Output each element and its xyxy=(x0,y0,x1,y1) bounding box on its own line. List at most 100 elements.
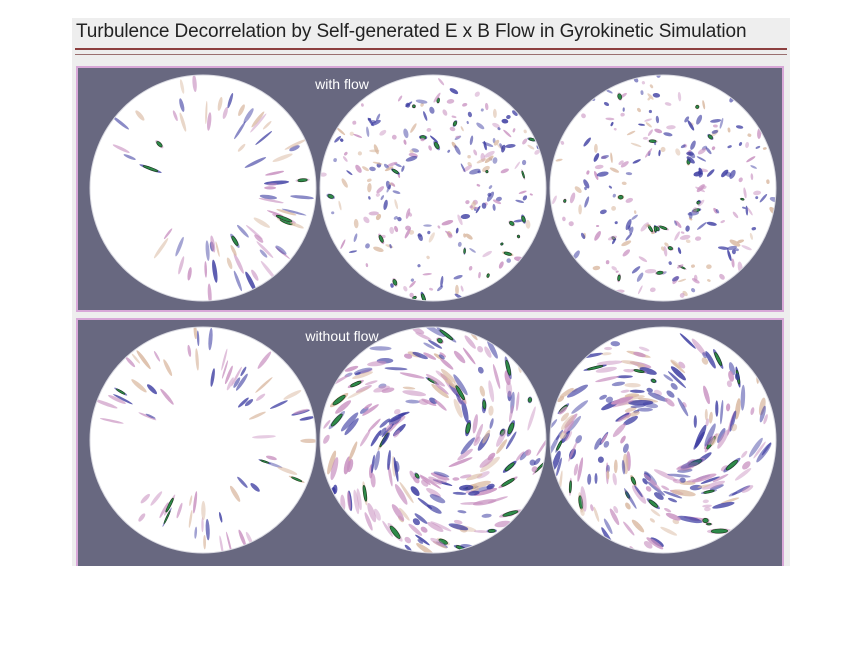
turbulence-eddy xyxy=(461,399,469,423)
turbulence-eddy xyxy=(353,489,360,515)
turbulence-eddy xyxy=(283,390,302,400)
turbulence-eddy xyxy=(604,346,613,351)
turbulence-eddy xyxy=(204,261,208,278)
turbulence-eddy xyxy=(631,519,645,533)
turbulence-eddy xyxy=(427,230,431,235)
turbulence-eddy xyxy=(194,526,198,539)
simulation-disk-without-flow-2 xyxy=(318,325,548,555)
turbulence-eddy xyxy=(360,103,364,107)
turbulence-eddy xyxy=(601,352,612,356)
turbulence-eddy xyxy=(703,385,710,405)
turbulence-eddy xyxy=(736,239,745,244)
turbulence-eddy xyxy=(712,473,729,483)
turbulence-peak xyxy=(587,365,604,371)
turbulence-peak xyxy=(710,528,728,534)
turbulence-eddy xyxy=(370,430,382,447)
turbulence-eddy xyxy=(642,478,648,485)
turbulence-eddy xyxy=(531,466,538,473)
turbulence-eddy xyxy=(367,183,372,193)
turbulence-eddy xyxy=(323,419,331,429)
turbulence-eddy xyxy=(697,148,707,155)
turbulence-eddy xyxy=(700,476,720,484)
turbulence-eddy xyxy=(573,250,580,260)
turbulence-eddy xyxy=(235,373,248,391)
turbulence-eddy xyxy=(620,360,641,365)
turbulence-eddy xyxy=(482,250,492,258)
turbulence-eddy xyxy=(633,210,637,214)
title-rule-secondary xyxy=(75,54,787,55)
turbulence-eddy xyxy=(605,396,614,403)
turbulence-eddy xyxy=(230,244,237,257)
turbulence-eddy xyxy=(135,110,145,121)
turbulence-eddy xyxy=(729,239,741,247)
turbulence-peak xyxy=(563,199,567,203)
turbulence-eddy xyxy=(488,380,495,403)
turbulence-eddy xyxy=(610,341,621,347)
turbulence-eddy xyxy=(620,389,630,393)
turbulence-eddy xyxy=(677,247,682,254)
turbulence-peak xyxy=(696,200,701,205)
turbulence-eddy xyxy=(667,473,691,478)
turbulence-eddy xyxy=(695,186,706,193)
turbulence-peak xyxy=(507,422,515,435)
turbulence-eddy xyxy=(573,463,579,476)
turbulence-eddy xyxy=(366,126,370,138)
turbulence-eddy xyxy=(426,255,430,260)
turbulence-eddy xyxy=(369,149,380,153)
turbulence-eddy xyxy=(697,484,711,489)
turbulence-eddy xyxy=(482,429,491,444)
panel-label-without-flow: without flow xyxy=(305,328,379,344)
turbulence-eddy xyxy=(558,406,568,415)
turbulence-eddy xyxy=(645,148,653,158)
turbulence-peak xyxy=(330,413,343,427)
turbulence-eddy xyxy=(654,492,664,500)
turbulence-eddy xyxy=(365,243,370,249)
turbulence-eddy xyxy=(187,344,192,357)
turbulence-eddy xyxy=(476,122,485,130)
turbulence-peak xyxy=(509,220,515,226)
turbulence-eddy xyxy=(574,186,582,193)
turbulence-eddy xyxy=(267,182,278,187)
turbulence-eddy xyxy=(224,365,233,385)
turbulence-eddy xyxy=(492,157,498,164)
turbulence-eddy xyxy=(427,504,442,514)
turbulence-eddy xyxy=(717,246,729,250)
turbulence-eddy xyxy=(580,232,586,240)
turbulence-eddy xyxy=(761,442,772,456)
turbulence-eddy xyxy=(670,360,686,374)
turbulence-eddy xyxy=(702,504,712,508)
turbulence-eddy xyxy=(677,91,682,102)
turbulence-eddy xyxy=(680,144,686,149)
turbulence-eddy xyxy=(552,195,557,205)
turbulence-eddy xyxy=(708,411,713,424)
turbulence-eddy xyxy=(628,225,631,231)
turbulence-eddy xyxy=(741,450,748,458)
turbulence-eddy xyxy=(368,196,371,200)
turbulence-eddy xyxy=(498,261,504,269)
simulation-disk-with-flow-3 xyxy=(548,73,778,303)
turbulence-eddy xyxy=(621,181,627,186)
turbulence-eddy xyxy=(759,193,768,203)
turbulence-eddy xyxy=(473,436,481,447)
turbulence-eddy xyxy=(333,158,337,163)
turbulence-eddy xyxy=(623,521,635,536)
turbulence-eddy xyxy=(625,219,632,231)
turbulence-eddy xyxy=(686,478,703,483)
turbulence-eddy xyxy=(357,151,362,156)
simulation-disk-without-flow-3 xyxy=(548,325,778,555)
turbulence-eddy xyxy=(649,287,656,293)
turbulence-peak xyxy=(482,400,487,410)
turbulence-peak xyxy=(156,141,163,148)
turbulence-eddy xyxy=(469,135,474,146)
disk-edge xyxy=(549,326,777,554)
turbulence-eddy xyxy=(277,466,298,475)
turbulence-eddy xyxy=(178,256,185,275)
turbulence-eddy xyxy=(474,423,484,443)
turbulence-eddy xyxy=(373,508,381,521)
turbulence-eddy xyxy=(354,372,361,376)
turbulence-eddy xyxy=(600,154,609,160)
turbulence-eddy xyxy=(375,213,382,221)
turbulence-eddy xyxy=(720,220,725,224)
turbulence-eddy xyxy=(276,209,297,216)
turbulence-eddy xyxy=(460,213,471,220)
